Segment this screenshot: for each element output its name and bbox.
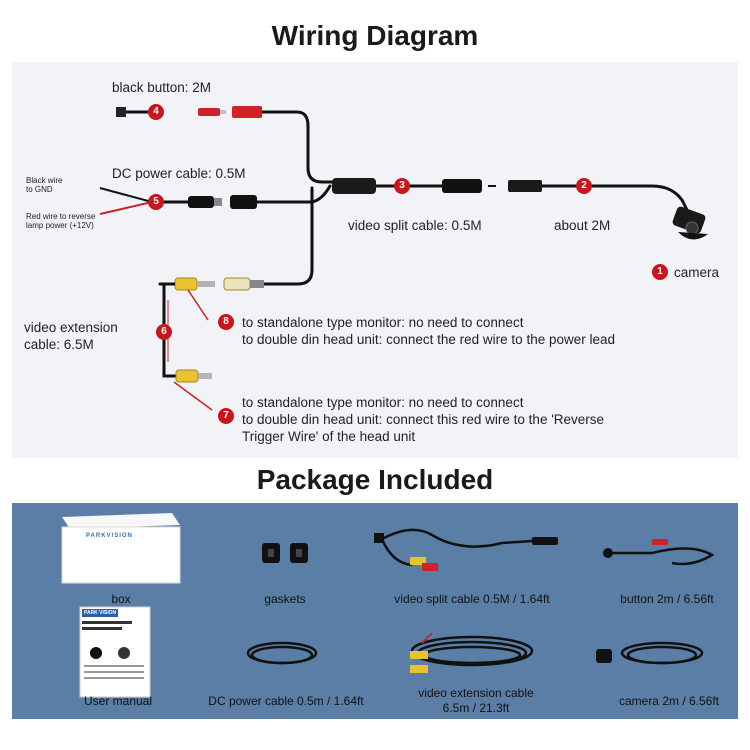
- box-icon: [61, 513, 181, 584]
- dc-to-hub-cable: [255, 184, 332, 204]
- manual-label: User manual: [83, 694, 153, 708]
- badge-5: 5: [148, 194, 164, 210]
- gasket-icon: [262, 543, 308, 563]
- camera-label: camera: [674, 265, 720, 280]
- box-label: box: [111, 592, 131, 606]
- camera-cable-coil-icon: [620, 641, 704, 665]
- note-8: to standalone type monitor: no need to c…: [242, 315, 616, 347]
- button-icon: [612, 547, 715, 566]
- dc-jack-icon: [230, 195, 257, 209]
- split-hub: [332, 178, 376, 194]
- wiring-diagram: black button: 2M 4 DC power cable: 0.5M …: [12, 62, 738, 458]
- rca-connector-icon: [174, 277, 264, 291]
- badge-7: 7: [218, 408, 234, 424]
- note-7: to standalone type monitor: no need to c…: [242, 395, 605, 444]
- split-connector: [442, 179, 482, 193]
- button-package-label: button 2m / 6.56ft: [620, 592, 714, 606]
- button-icon: [116, 107, 126, 117]
- extension-cable-coil-icon: [410, 635, 534, 667]
- camera-package-label: camera 2m / 6.56ft: [618, 694, 720, 708]
- hub-to-rca-cable: [262, 186, 314, 286]
- package-panel: PARKVISION PARK VISION box gaskets video…: [12, 503, 738, 719]
- box-logo: PARKVISION: [86, 533, 133, 539]
- dc-cable-coil-icon: [246, 641, 318, 665]
- package-drawing: [61, 513, 715, 698]
- black-gnd-wire: [99, 187, 153, 203]
- badge-8: 8: [218, 314, 234, 330]
- red-power-wire: [99, 201, 153, 215]
- camera-cable-connector: [508, 180, 542, 192]
- manual-header: PARK VISION: [82, 609, 119, 617]
- dc-power-label: DC power cable: 0.5M: [112, 166, 246, 181]
- dc-plug-icon: [188, 196, 214, 208]
- red-lead-8: [187, 289, 209, 321]
- button-to-hub-cable: [260, 110, 340, 184]
- red-lead-7: [173, 381, 213, 411]
- manual-icon: [79, 606, 151, 698]
- video-split-label: video split cable: 0.5M: [348, 218, 482, 233]
- badge-3: 3: [394, 178, 410, 194]
- video-split-package-label: video split cable 0.5M / 1.64ft: [394, 592, 550, 606]
- badge-2: 2: [576, 178, 592, 194]
- badge-4: 4: [148, 104, 164, 120]
- badge-1: 1: [652, 264, 668, 280]
- package-included-title: Package Included: [256, 464, 494, 495]
- gaskets-label: gaskets: [264, 592, 306, 606]
- badge-6: 6: [156, 324, 172, 340]
- wiring-diagram-title: Wiring Diagram: [271, 20, 479, 51]
- black-button-label: black button: 2M: [112, 80, 212, 95]
- button-connector-female: [232, 106, 262, 118]
- wiring-diagram-drawing: [99, 106, 708, 411]
- button-connector-male: [198, 108, 220, 116]
- split-cable-icon: [380, 528, 533, 567]
- camera-cable: [540, 184, 690, 214]
- rca-connector-lower: [175, 369, 212, 383]
- dc-power-package-label: DC power cable 0.5m / 1.64ft: [208, 694, 364, 708]
- camera-icon: [672, 206, 708, 240]
- about-2m-label: about 2M: [554, 218, 611, 233]
